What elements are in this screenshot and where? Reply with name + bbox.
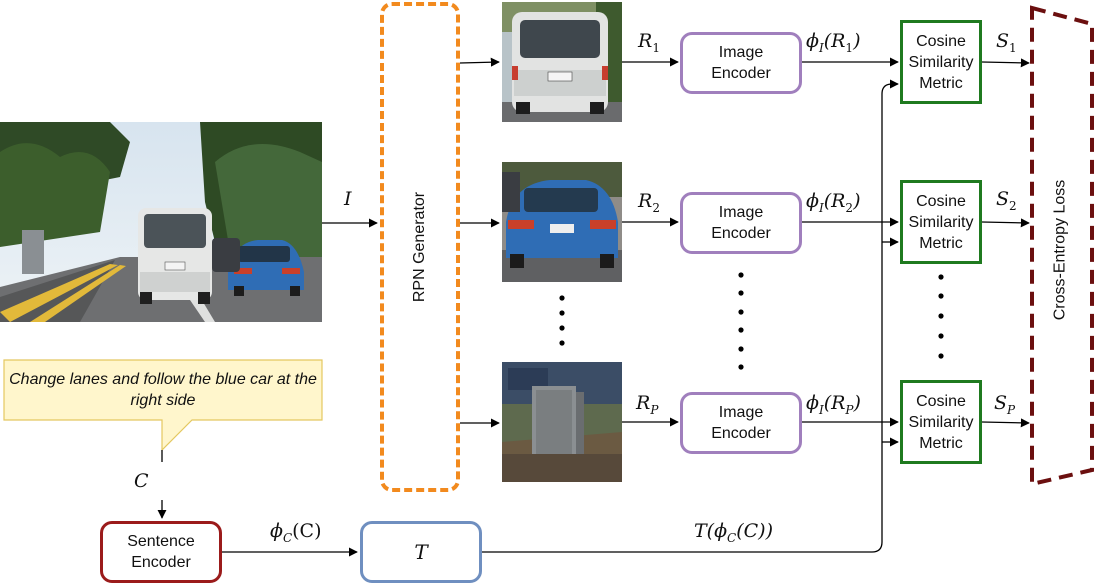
region-photo-p <box>502 362 622 482</box>
t-box: T <box>360 521 482 583</box>
label-phiI-p: ϕI(RP) <box>806 392 861 417</box>
label-S2: S2 <box>996 188 1017 213</box>
image-encoder-line: Image <box>718 404 764 421</box>
cosine-line: Metric <box>919 434 963 452</box>
cosine-line: Cosine <box>916 392 966 410</box>
instruction-callout: Change lanes and follow the blue car at … <box>4 360 322 420</box>
region-photo-2 <box>502 162 622 282</box>
label-R1: R1 <box>638 30 660 55</box>
rpn-label: RPN Generator <box>411 191 429 303</box>
cosine-line: Cosine <box>916 192 966 210</box>
callout-bubble <box>3 359 323 452</box>
sentence-encoder: Sentence Encoder <box>100 521 222 583</box>
label-RP: RP <box>636 392 659 417</box>
image-encoder-p: Image Encoder <box>680 392 802 454</box>
sentence-encoder-line: Encoder <box>131 554 191 571</box>
rpn-generator: RPN Generator <box>380 2 460 492</box>
cosine-line: Similarity <box>908 213 974 231</box>
label-SP: SP <box>994 392 1016 417</box>
cross-entropy-loss: Cross-Entropy Loss <box>1010 0 1094 500</box>
loss-label: Cross-Entropy Loss <box>1051 179 1068 321</box>
image-encoder-line: Encoder <box>711 225 771 242</box>
loss-trapezoid-outline <box>1030 5 1094 487</box>
image-encoder-line: Image <box>718 44 764 61</box>
image-encoder-line: Image <box>718 204 764 221</box>
sentence-encoder-line: Sentence <box>127 533 195 550</box>
label-phiC: ϕC(C) <box>270 520 322 545</box>
cosine-line: Metric <box>919 74 963 92</box>
t-label: T <box>414 540 428 564</box>
cosine-line: Similarity <box>908 413 974 431</box>
label-phiI-1: ϕI(R1) <box>806 30 861 55</box>
callout-text: Change lanes and follow the blue car at … <box>9 371 317 409</box>
label-S1: S1 <box>996 30 1017 55</box>
cosine-metric-1: Cosine Similarity Metric <box>900 20 982 104</box>
label-t-phi: T(ϕC(C)) <box>694 520 774 545</box>
cosine-line: Similarity <box>908 53 974 71</box>
cosine-metric-p: Cosine Similarity Metric <box>900 380 982 464</box>
cosine-metric-2: Cosine Similarity Metric <box>900 180 982 264</box>
ellipsis-dots <box>559 272 944 370</box>
image-encoder-2: Image Encoder <box>680 192 802 254</box>
label-C: C <box>134 470 149 492</box>
label-R2: R2 <box>638 190 660 215</box>
label-phiI-2: ϕI(R2) <box>806 190 861 215</box>
region-photo-1 <box>502 2 622 122</box>
cosine-line: Cosine <box>916 32 966 50</box>
image-encoder-line: Encoder <box>711 425 771 442</box>
label-I: I <box>344 188 352 210</box>
scene-photo <box>0 122 322 322</box>
image-encoder-line: Encoder <box>711 65 771 82</box>
cosine-line: Metric <box>919 234 963 252</box>
image-encoder-1: Image Encoder <box>680 32 802 94</box>
